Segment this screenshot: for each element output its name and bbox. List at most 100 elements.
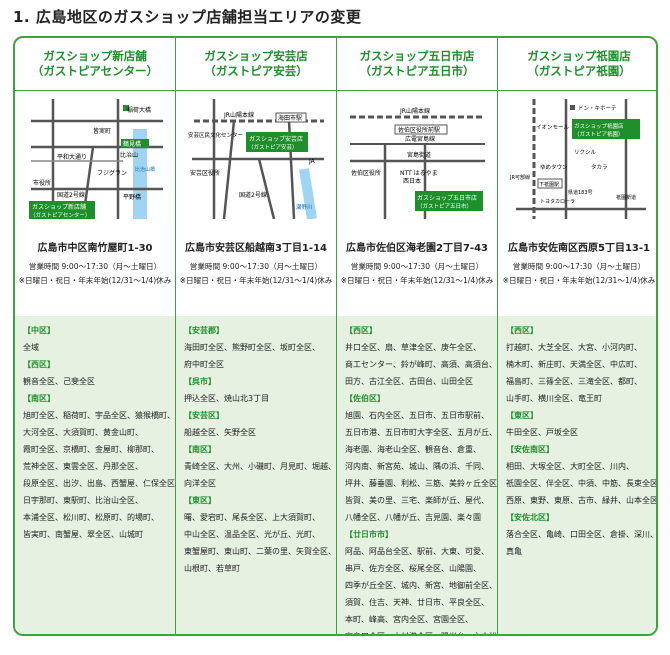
area-region: 【南区】	[184, 445, 216, 454]
area-region: 【廿日市市】	[345, 530, 393, 539]
area-line: 西原、東野、東原、古市、緑井、山本全区	[506, 496, 658, 505]
store-closed: ※日曜日・祝日・年末年始(12/31〜1/4)休み	[502, 276, 656, 285]
store-info: ドン・キホーテ イオンモール ガスショップ祇園店 （ガストピア祇園） リクシル …	[498, 91, 656, 317]
area-line: 四季が丘全区、城内、新宮、地御前全区、	[345, 581, 497, 590]
map-label: リクシル	[574, 149, 597, 156]
area-list: 【中区】 全域 【西区】 観音全区、己斐全区 【南区】 旭町全区、稲荷町、宇品全…	[15, 316, 183, 634]
area-line: 霞町全区、京橋町、金屋町、柳那町、	[23, 445, 159, 454]
map-label: 佐伯区役所	[351, 169, 381, 177]
map-label: トヨタカローラ	[540, 198, 575, 205]
map-label: 平野橋	[123, 193, 141, 201]
area-line: 曙、愛宕町、尾長全区、上大須賀町、	[184, 513, 320, 522]
area-region: 【東区】	[184, 496, 216, 505]
store-address: 広島市佐伯区海老園2丁目7-43	[346, 243, 488, 254]
store-column-itsukaichi: ガスショップ五日市店 （ガストピア五日市） JR山陽本線 佐伯区役所前駅 広電宮…	[337, 38, 505, 634]
area-region: 【安芸区】	[184, 411, 224, 420]
map-label: 海田市駅	[278, 114, 302, 122]
area-line: 坪井、藤垂園、利松、三筋、美鈴ヶ丘全区、	[345, 479, 505, 488]
store-map: 稲荷大橋 皆実町 鶴見橋 比治山 平和大通り フジグラン 比治山橋 市役所 国道…	[23, 99, 168, 219]
map-label: ガスショップ新店舗	[32, 203, 86, 211]
area-line: 河内南、新宮苑、城山、隅の浜、千同、	[345, 462, 489, 471]
area-line: 八幡全区、八幡が丘、吉見園、楽々園	[345, 513, 481, 522]
map-label: （ガストピア五日市）	[417, 202, 472, 210]
area-line: 中山全区、温品全区、光が丘、光町、	[184, 530, 320, 539]
map-label: ガスショップ五日市店	[417, 194, 477, 202]
map-label: JA	[308, 158, 316, 165]
map-label: ガスショップ祇園店	[574, 122, 624, 130]
page-title: 1. 広島地区のガスショップ店舗担当エリアの変更	[13, 8, 362, 26]
store-alias: （ガストピア五日市）	[359, 64, 475, 78]
area-line: 皆賀、美の里、三宅、楽師が丘、屋代、	[345, 496, 489, 505]
map-label: JR山陽本線	[223, 111, 254, 119]
area-line: 福島町、三篠全区、三滝全区、都町、	[506, 377, 642, 386]
area-line: 全域	[23, 343, 39, 352]
area-line: 本浦全区、松川町、松原町、的場町、	[23, 513, 159, 522]
store-hours: 営業時間 9:00〜17:30（月〜土曜日）	[189, 262, 323, 271]
area-region: 【南区】	[23, 394, 55, 403]
area-line: 山根町、若草町	[184, 564, 240, 573]
map-label: （ガストピア祇園）	[574, 130, 624, 138]
store-column-center: ガスショップ新店舗 （ガストピアセンター） 稲荷大橋 皆実町 鶴見橋 比治山 平…	[15, 38, 183, 634]
area-line: 商工センター、鈴が峰町、高須、高須台、	[345, 360, 497, 369]
map-label: NTT はるやま	[400, 169, 438, 177]
map-label: 佐伯区役所前駅	[398, 126, 440, 134]
area-line: 串戸、佐方全区、桜尾全区、山陽園、	[345, 564, 481, 573]
area-line: 井口全区、扇、草津全区、庚午全区、	[345, 343, 481, 352]
store-header: ガスショップ安芸店 （ガストピア安芸）	[176, 38, 336, 91]
area-line: 相田、大塚全区、大町全区、川内、	[506, 462, 634, 471]
area-line: 押込全区、焼山北3丁目	[184, 394, 270, 403]
area-line: 旭園、石内全区、五日市、五日市駅前、	[345, 411, 489, 420]
map-label: （ガストピアセンター）	[30, 211, 90, 219]
store-alias: （ガストピアセンター）	[31, 64, 159, 78]
map-label: 稲荷大橋	[127, 106, 151, 114]
map-label: 下祇園駅	[539, 181, 559, 188]
store-info: JR山陽本線 佐伯区役所前駅 広電宮島線 宮島街道 佐伯区役所 NTT はるやま…	[337, 91, 497, 317]
area-line: 本町、峰高、宮内全区、宮園全区、	[345, 615, 473, 624]
store-address: 広島市中区南竹屋町1-30	[37, 243, 153, 254]
store-closed: ※日曜日・祝日・年末年始(12/31〜1/4)休み	[179, 276, 333, 285]
map-label: 国道2号線	[57, 191, 85, 199]
area-line: 宮島口全区、木材港全区、陽光台、六本松	[345, 628, 497, 634]
area-line: 段原全区、出汐、出島、西蟹屋、仁保全区、	[23, 479, 183, 488]
area-line: 大河全区、大須賀町、黄金山町、	[23, 428, 143, 437]
area-region: 【西区】	[506, 326, 538, 335]
area-line: 田方、古江全区、古田台、山田全区	[345, 377, 473, 386]
store-hours: 営業時間 9:00〜17:30（月〜土曜日）	[512, 262, 646, 271]
area-line: 皆実町、南蟹屋、翠全区、山城町	[23, 530, 143, 539]
area-line: 落合全区、亀崎、口田全区、倉掛、深川、	[506, 530, 658, 539]
store-info: 稲荷大橋 皆実町 鶴見橋 比治山 平和大通り フジグラン 比治山橋 市役所 国道…	[15, 91, 175, 317]
area-region: 【佐伯区】	[345, 394, 385, 403]
area-line: 打越町、大芝全区、大宮、小河内町、	[506, 343, 642, 352]
map-label: 市役所	[33, 179, 51, 187]
store-name: ガスショップ五日市店	[359, 49, 475, 63]
area-region: 【西区】	[23, 360, 55, 369]
map-label: ドン・キホーテ	[578, 105, 617, 112]
area-line: 青崎全区、大州、小磯町、月見町、堀越、	[184, 462, 336, 471]
store-header: ガスショップ五日市店 （ガストピア五日市）	[337, 38, 497, 91]
store-map: ドン・キホーテ イオンモール ガスショップ祇園店 （ガストピア祇園） リクシル …	[506, 99, 651, 219]
map-label: JR山陽本線	[399, 107, 430, 115]
store-header: ガスショップ新店舗 （ガストピアセンター）	[15, 38, 175, 91]
store-map: JR山陽本線 佐伯区役所前駅 広電宮島線 宮島街道 佐伯区役所 NTT はるやま…	[345, 99, 490, 219]
store-map: JR山陽本線 海田市駅 安芸区民文化センター ガスショップ安芸店 （ガストピア安…	[184, 99, 329, 219]
area-region: 【呉市】	[184, 377, 216, 386]
area-line: 五日市港、五日市町大字全区、五月が丘、	[345, 428, 497, 437]
store-closed: ※日曜日・祝日・年末年始(12/31〜1/4)休み	[18, 276, 172, 285]
area-region: 【安芸郡】	[184, 326, 224, 335]
store-hours: 営業時間 9:00〜17:30（月〜土曜日）	[28, 262, 162, 271]
map-label: 祇園新道	[616, 194, 636, 201]
store-closed: ※日曜日・祝日・年末年始(12/31〜1/4)休み	[340, 276, 494, 285]
area-line: 牛田全区、戸坂全区	[506, 428, 578, 437]
map-label: 皆実町	[93, 127, 111, 135]
store-column-aki: ガスショップ安芸店 （ガストピア安芸） JR山陽本線 海田市駅 安芸区民文化セン…	[176, 38, 337, 634]
store-name: ガスショップ新店舗	[43, 49, 147, 63]
map-label: 瀬野川	[296, 203, 313, 211]
store-name: ガスショップ祇園店	[527, 49, 631, 63]
store-alias: （ガストピア祇園）	[527, 64, 631, 78]
area-line: 旭町全区、稲荷町、宇品全区、猿猴橋町、	[23, 411, 175, 420]
store-column-gion: ガスショップ祇園店 （ガストピア祇園） ドン・キホーテ イオンモール ガスショッ…	[498, 38, 658, 634]
map-label: 平和大通り	[57, 153, 87, 161]
area-region: 【安佐北区】	[506, 513, 554, 522]
map-label: （ガストピア安芸）	[248, 143, 298, 151]
area-list: 【西区】 打越町、大芝全区、大宮、小河内町、 楠木町、新庄町、天満全区、中広町、…	[498, 316, 658, 634]
